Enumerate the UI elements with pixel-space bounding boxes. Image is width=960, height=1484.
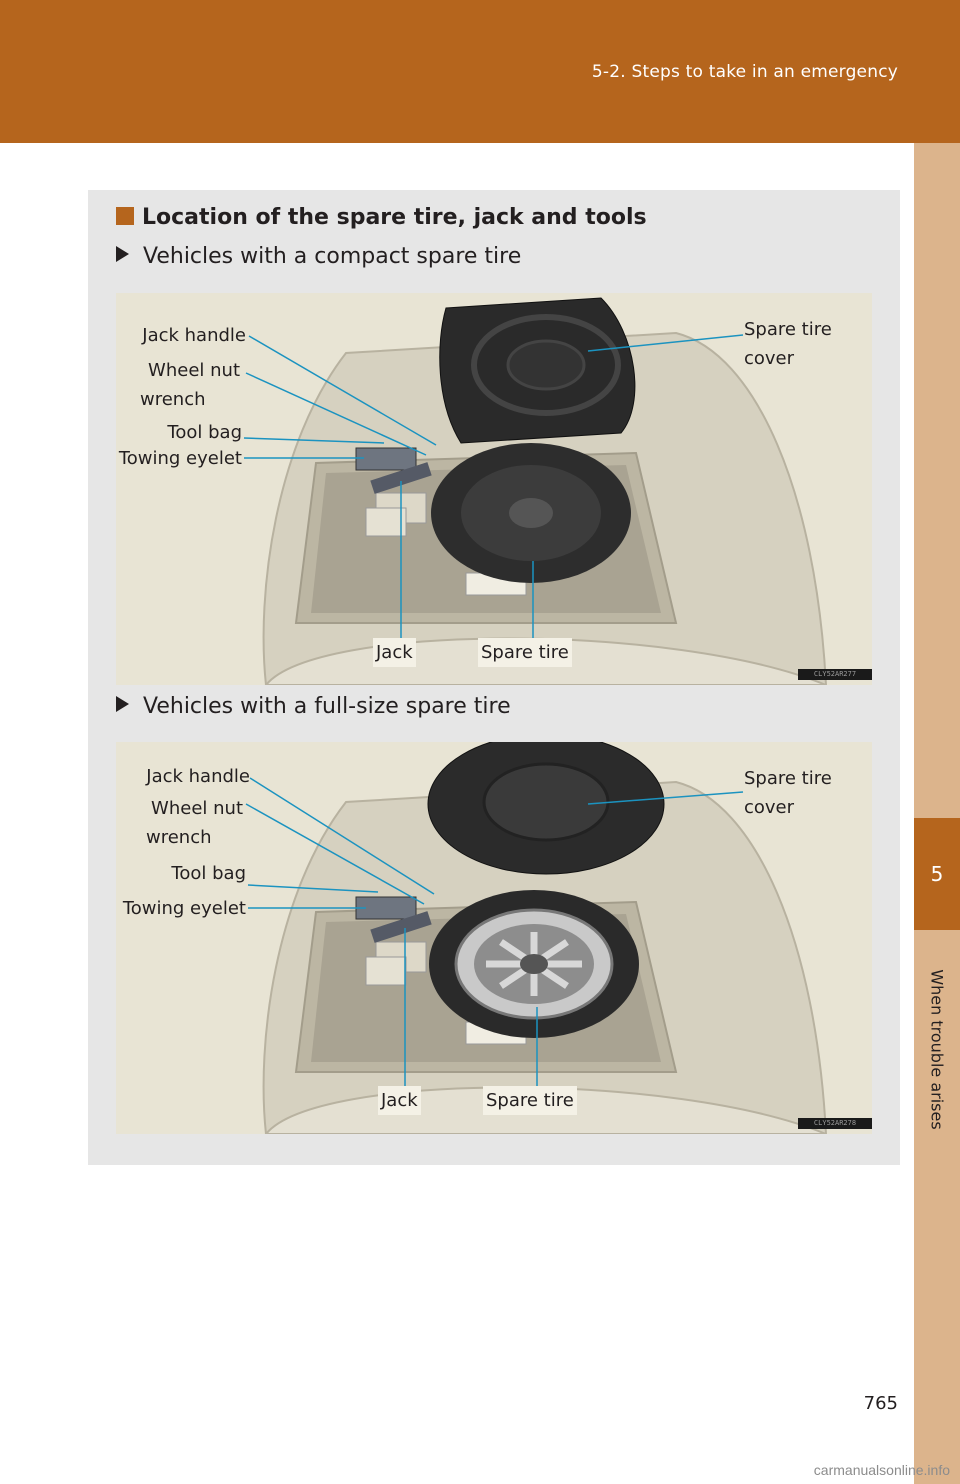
subheading-full-size-text: Vehicles with a full-size spare tire [143,694,511,719]
watermark: carmanualsonline.info [813,1462,950,1478]
label-wheel-nut-wrench-line1: Wheel nut [151,798,243,819]
side-tab [914,143,960,1484]
trunk-illustration-compact [243,297,828,685]
label-tool-bag: Tool bag [171,863,246,884]
label-towing-eyelet: Towing eyelet [118,448,242,469]
header-section-title: 5-2. Steps to take in an emergency [591,62,898,82]
label-wheel-nut-wrench-line1: Wheel nut [148,360,240,381]
label-spare-tire-cover-line1: Spare tire [744,768,832,789]
label-spare-tire-cover-line2: cover [744,348,795,369]
section-heading-text: Location of the spare tire, jack and too… [142,205,647,230]
page-header [0,0,960,143]
label-tool-bag: Tool bag [167,422,242,443]
figure-compact-spare: Jack handle Wheel nut wrench Tool bag To… [116,293,872,685]
side-tab-chapter-marker [914,818,960,930]
figure-code: CLY52AR277 [798,669,872,680]
label-spare-tire-cover-line2: cover [744,797,795,818]
label-jack-handle: Jack handle [142,325,246,346]
square-bullet-icon [116,207,134,225]
label-spare-tire: Spare tire [483,1086,577,1115]
triangle-bullet-icon [116,246,129,262]
chapter-number: 5 [930,862,944,886]
subheading-compact-text: Vehicles with a compact spare tire [143,244,522,269]
chapter-title-text: When trouble arises [927,969,947,1130]
figure-full-size-spare: Jack handle Wheel nut wrench Tool bag To… [116,742,872,1134]
subheading-full-size: Vehicles with a full-size spare tire [116,694,511,719]
label-spare-tire-cover-line1: Spare tire [744,319,832,340]
triangle-bullet-icon [116,696,129,712]
label-towing-eyelet: Towing eyelet [122,898,246,919]
page-number: 765 [863,1393,898,1414]
label-wheel-nut-wrench-line2: wrench [140,389,206,410]
label-spare-tire: Spare tire [478,638,572,667]
label-wheel-nut-wrench-line2: wrench [146,827,212,848]
trunk-illustration-full-size [245,742,828,1134]
subheading-compact: Vehicles with a compact spare tire [116,244,521,269]
label-jack: Jack [373,638,416,667]
label-jack-handle: Jack handle [146,766,250,787]
label-jack: Jack [378,1086,421,1115]
figure-code: CLY52AR278 [798,1118,872,1129]
section-heading: Location of the spare tire, jack and too… [116,205,647,230]
